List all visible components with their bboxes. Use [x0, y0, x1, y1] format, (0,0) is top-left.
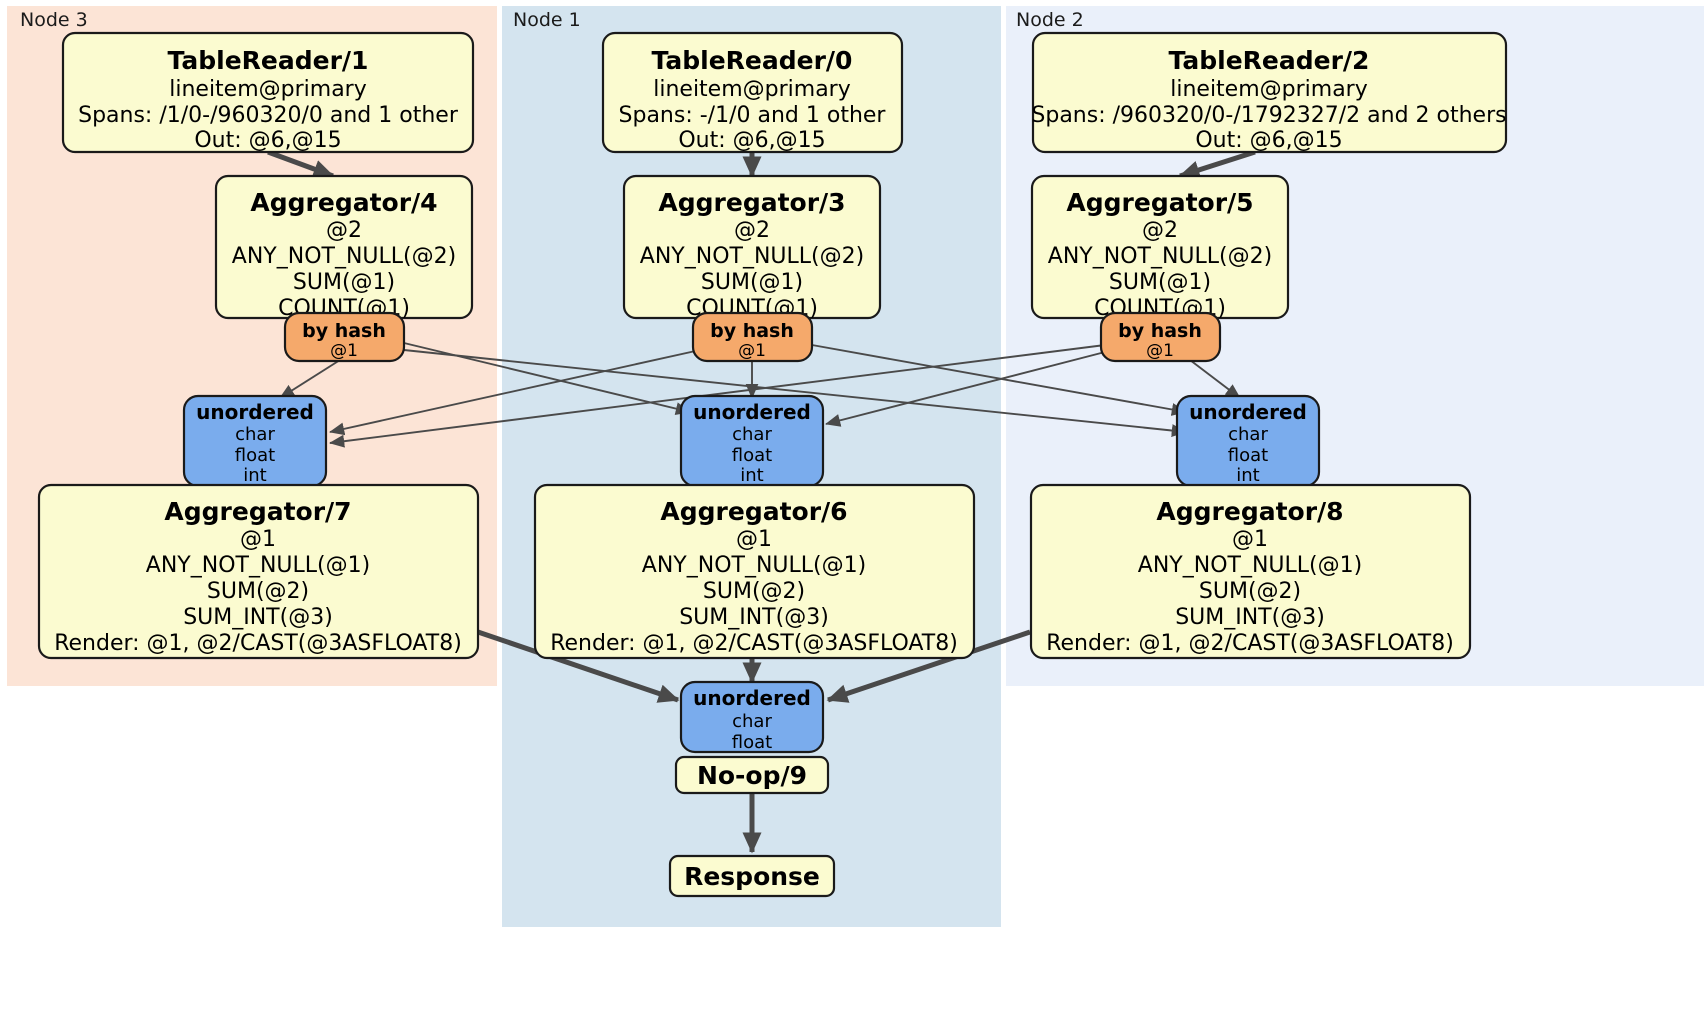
- tablereader-1-line-1: Spans: /1/0-/960320/0 and 1 other: [78, 103, 459, 128]
- tablereader-1-line-2: Out: @6,@15: [194, 128, 341, 153]
- sync-node3-line-0: char: [235, 424, 275, 445]
- sync-final-title: unordered: [693, 686, 811, 710]
- node-sync-node3[interactable]: unordered char float int: [182, 394, 328, 488]
- sync-node3-line-1: float: [235, 445, 275, 466]
- node-router-node2[interactable]: by hash @1: [1099, 311, 1222, 363]
- sync-node2-line-2: int: [1236, 465, 1259, 486]
- sync-final-line-1: float: [732, 732, 772, 753]
- sync-node1-line-2: int: [740, 465, 763, 486]
- aggregator-5-title: Aggregator/5: [1066, 188, 1253, 217]
- node-aggregator-3[interactable]: Aggregator/3 @2 ANY_NOT_NULL(@2) SUM(@1)…: [622, 174, 882, 321]
- aggregator-8-line-2: SUM(@2): [1199, 579, 1301, 604]
- node-router-node1[interactable]: by hash @1: [691, 311, 814, 363]
- aggregator-6-title: Aggregator/6: [660, 497, 847, 526]
- edge-router-node3-to-sync-node2: [403, 349, 1187, 437]
- aggregator-3-line-1: ANY_NOT_NULL(@2): [640, 244, 864, 269]
- sync-node1-line-0: char: [732, 424, 772, 445]
- sync-node1-title: unordered: [693, 400, 811, 424]
- aggregator-6-line-1: ANY_NOT_NULL(@1): [642, 553, 866, 578]
- response-title: Response: [684, 862, 820, 891]
- aggregator-4-title: Aggregator/4: [250, 188, 437, 217]
- tablereader-0-line-1: Spans: -/1/0 and 1 other: [619, 103, 887, 128]
- aggregator-6-line-4: Render: @1, @2/CAST(@3ASFLOAT8): [550, 631, 958, 656]
- region-label-node1: Node 1: [513, 9, 581, 31]
- aggregator-6-line-0: @1: [736, 527, 772, 552]
- node-tablereader-1[interactable]: TableReader/1 lineitem@primary Spans: /1…: [61, 31, 475, 154]
- region-label-node2: Node 2: [1016, 9, 1084, 31]
- aggregator-3-line-0: @2: [734, 218, 770, 243]
- tablereader-0-title: TableReader/0: [652, 46, 853, 75]
- tablereader-0-line-2: Out: @6,@15: [678, 128, 825, 153]
- node-aggregator-7[interactable]: Aggregator/7 @1 ANY_NOT_NULL(@1) SUM(@2)…: [37, 483, 480, 660]
- aggregator-3-title: Aggregator/3: [658, 188, 845, 217]
- aggregator-4-line-2: SUM(@1): [293, 270, 395, 295]
- node-sync-final[interactable]: unordered char float: [679, 680, 825, 754]
- router-node1-title: by hash: [710, 320, 794, 342]
- aggregator-8-line-1: ANY_NOT_NULL(@1): [1138, 553, 1362, 578]
- edge-router-node3-to-sync-node3: [279, 359, 341, 399]
- aggregator-7-line-3: SUM_INT(@3): [183, 605, 333, 630]
- node-response[interactable]: Response: [668, 854, 836, 898]
- aggregator-5-line-1: ANY_NOT_NULL(@2): [1048, 244, 1272, 269]
- tablereader-1-title: TableReader/1: [168, 46, 369, 75]
- node-tablereader-0[interactable]: TableReader/0 lineitem@primary Spans: -/…: [601, 31, 904, 154]
- node-aggregator-5[interactable]: Aggregator/5 @2 ANY_NOT_NULL(@2) SUM(@1)…: [1030, 174, 1290, 321]
- router-node3-line-0: @1: [330, 341, 358, 361]
- node-sync-node2[interactable]: unordered char float int: [1175, 394, 1321, 488]
- edge-tablereader1-aggregator4: [267, 149, 335, 179]
- aggregator-7-line-4: Render: @1, @2/CAST(@3ASFLOAT8): [54, 631, 462, 656]
- node-noop-9[interactable]: No-op/9: [674, 755, 830, 795]
- sync-final-line-0: char: [732, 711, 772, 732]
- aggregator-8-line-0: @1: [1232, 527, 1268, 552]
- node-tablereader-2[interactable]: TableReader/2 lineitem@primary Spans: /9…: [1031, 31, 1508, 154]
- tablereader-2-line-0: lineitem@primary: [1170, 77, 1368, 102]
- aggregator-6-line-3: SUM_INT(@3): [679, 605, 829, 630]
- aggregator-7-line-0: @1: [240, 527, 276, 552]
- sync-node2-title: unordered: [1189, 400, 1307, 424]
- sync-node3-line-2: int: [243, 465, 266, 486]
- tablereader-1-line-0: lineitem@primary: [169, 77, 367, 102]
- edge-aggregator7-to-final-sync: [477, 629, 680, 703]
- aggregator-3-line-2: SUM(@1): [701, 270, 803, 295]
- sync-node1-line-1: float: [732, 445, 772, 466]
- tablereader-2-line-2: Out: @6,@15: [1195, 128, 1342, 153]
- edge-tablereader2-aggregator5: [1178, 149, 1256, 180]
- aggregator-4-line-1: ANY_NOT_NULL(@2): [232, 244, 456, 269]
- edge-router-node1-to-sync-node3: [329, 349, 701, 436]
- aggregator-8-title: Aggregator/8: [1156, 497, 1343, 526]
- node-aggregator-8[interactable]: Aggregator/8 @1 ANY_NOT_NULL(@1) SUM(@2)…: [1029, 483, 1472, 660]
- region-label-node3: Node 3: [20, 9, 88, 31]
- sync-node2-line-1: float: [1228, 445, 1268, 466]
- sync-node2-line-0: char: [1228, 424, 1268, 445]
- aggregator-7-line-1: ANY_NOT_NULL(@1): [146, 553, 370, 578]
- edge-router-node2-to-sync-node2: [1189, 359, 1241, 399]
- node-router-node3[interactable]: by hash @1: [283, 311, 406, 363]
- router-node3-title: by hash: [302, 320, 386, 342]
- aggregator-7-line-2: SUM(@2): [207, 579, 309, 604]
- aggregator-7-title: Aggregator/7: [164, 497, 351, 526]
- tablereader-0-line-0: lineitem@primary: [653, 77, 851, 102]
- aggregator-8-line-4: Render: @1, @2/CAST(@3ASFLOAT8): [1046, 631, 1454, 656]
- router-node1-line-0: @1: [738, 341, 766, 361]
- tablereader-2-title: TableReader/2: [1169, 46, 1370, 75]
- aggregator-5-line-2: SUM(@1): [1109, 270, 1211, 295]
- aggregator-5-line-0: @2: [1142, 218, 1178, 243]
- node-aggregator-4[interactable]: Aggregator/4 @2 ANY_NOT_NULL(@2) SUM(@1)…: [214, 174, 474, 321]
- tablereader-2-line-1: Spans: /960320/0-/1792327/2 and 2 others: [1031, 103, 1506, 128]
- aggregator-4-line-0: @2: [326, 218, 362, 243]
- edge-aggregator8-to-final-sync: [826, 629, 1031, 703]
- node-sync-node1[interactable]: unordered char float int: [679, 394, 825, 488]
- noop-9-title: No-op/9: [697, 761, 807, 790]
- sync-node3-title: unordered: [196, 400, 314, 424]
- router-node2-title: by hash: [1118, 320, 1202, 342]
- router-node2-line-0: @1: [1146, 341, 1174, 361]
- node-aggregator-6[interactable]: Aggregator/6 @1 ANY_NOT_NULL(@1) SUM(@2)…: [533, 483, 976, 660]
- aggregator-8-line-3: SUM_INT(@3): [1175, 605, 1325, 630]
- aggregator-6-line-2: SUM(@2): [703, 579, 805, 604]
- edge-router-node2-to-sync-node1: [825, 351, 1106, 427]
- edge-router-node2-to-sync-node3: [329, 344, 1106, 448]
